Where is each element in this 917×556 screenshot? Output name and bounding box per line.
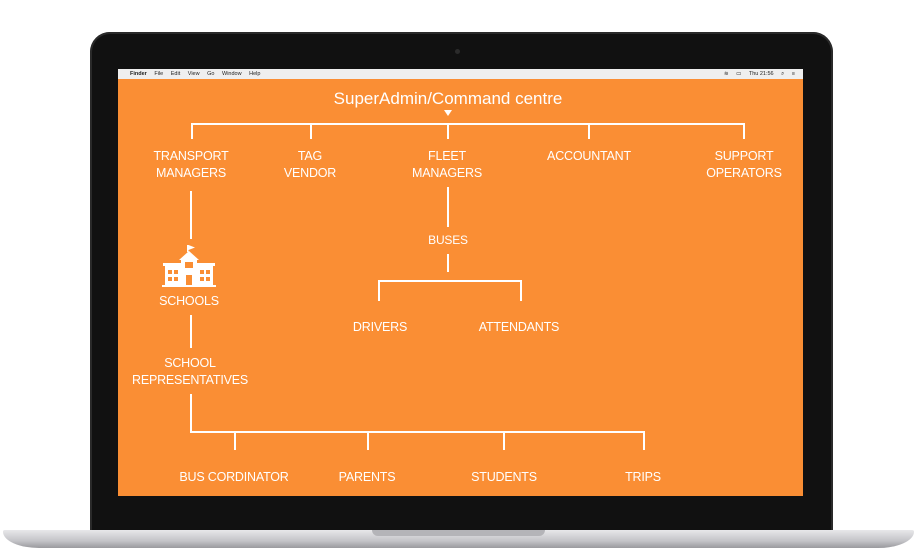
node-label: SUPPORT <box>714 149 774 163</box>
menu-item-file[interactable]: File <box>154 71 164 77</box>
camera-dot <box>455 49 460 54</box>
menu-item-view[interactable]: View <box>187 71 200 77</box>
connector <box>447 254 449 272</box>
node-label: TAG <box>297 149 323 163</box>
node-label: OPERATORS <box>706 166 782 180</box>
connector <box>743 123 745 139</box>
node-buses: BUSES <box>428 233 468 247</box>
menu-clock[interactable]: Thu 21:56 <box>748 71 774 77</box>
node-transport-managers: TRANSPORT MANAGERS <box>153 148 228 182</box>
node-label: REPRESENTATIVES <box>131 373 249 387</box>
node-label: TRANSPORT <box>153 149 229 163</box>
menu-item-window[interactable]: Window <box>222 71 242 77</box>
school-building-icon <box>162 245 216 287</box>
node-label: SCHOOL <box>164 356 216 370</box>
node-fleet-managers: FLEET MANAGERS <box>412 148 482 182</box>
root-node: SuperAdmin/Command centre <box>333 89 563 108</box>
connector <box>190 315 192 348</box>
connector <box>191 123 193 139</box>
connector-bottom-bar <box>190 431 645 433</box>
menu-app-name[interactable]: Finder <box>130 71 147 77</box>
connector <box>520 280 522 301</box>
connector-buses-bar <box>378 280 521 282</box>
node-label: MANAGERS <box>156 166 226 180</box>
node-accountant: ACCOUNTANT <box>547 148 631 165</box>
connector <box>367 431 369 450</box>
search-icon[interactable]: ⌕ <box>781 71 785 77</box>
node-attendants: ATTENDANTS <box>478 320 560 334</box>
menu-item-help[interactable]: Help <box>249 71 261 77</box>
node-bus-coordinator: BUS CORDINATOR <box>179 470 289 484</box>
node-label: ACCOUNTANT <box>547 149 631 163</box>
node-drivers: DRIVERS <box>352 320 408 334</box>
node-schools: SCHOOLS <box>159 294 219 308</box>
laptop-base <box>3 530 914 548</box>
menu-bar: Finder File Edit View Go Window Help ≋ ▭… <box>118 69 803 79</box>
node-label: FLEET <box>428 149 466 163</box>
connector <box>378 280 380 301</box>
menu-item-edit[interactable]: Edit <box>170 71 181 77</box>
node-students: STUDENTS <box>471 470 537 484</box>
node-label: MANAGERS <box>412 166 482 180</box>
connector <box>234 431 236 450</box>
screen: Finder File Edit View Go Window Help ≋ ▭… <box>118 69 803 496</box>
node-trips: TRIPS <box>625 470 661 484</box>
connector <box>447 187 449 227</box>
connector <box>503 431 505 450</box>
connector <box>588 123 590 139</box>
wifi-icon[interactable]: ≋ <box>723 71 729 77</box>
connector <box>447 123 449 139</box>
node-school-representatives: SCHOOL REPRESENTATIVES <box>132 355 248 389</box>
battery-icon[interactable]: ▭ <box>736 71 742 77</box>
connector <box>310 123 312 139</box>
node-label: VENDOR <box>283 166 337 180</box>
node-tag-vendor: TAG VENDOR <box>284 148 336 182</box>
connector-top-bar <box>191 123 744 125</box>
arrow-down-icon <box>444 110 452 116</box>
base-notch <box>372 530 545 536</box>
connector <box>190 394 192 431</box>
connector <box>190 191 192 239</box>
node-support-operators: SUPPORT OPERATORS <box>706 148 782 182</box>
list-icon[interactable]: ≡ <box>791 71 795 77</box>
node-parents: PARENTS <box>338 470 396 484</box>
connector <box>643 431 645 450</box>
menu-item-go[interactable]: Go <box>207 71 215 77</box>
